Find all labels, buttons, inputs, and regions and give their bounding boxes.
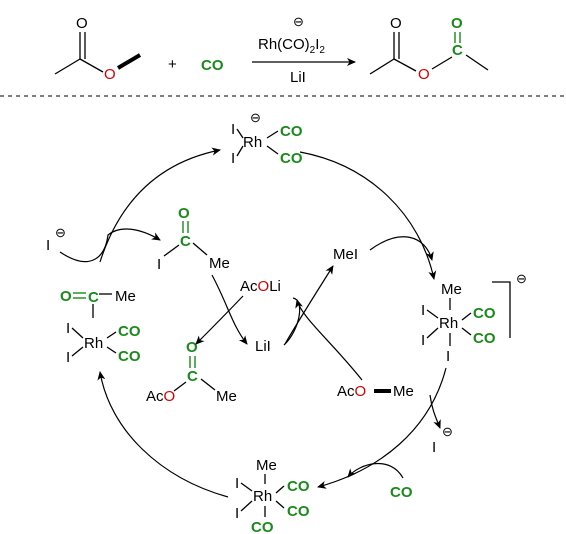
complex-charge: ⊖ <box>250 110 261 125</box>
methyl-group: Me <box>256 457 277 474</box>
methyl-iodide: MeI <box>333 246 358 263</box>
iodide-ligand: I <box>421 332 425 349</box>
plus-sign: + <box>168 56 177 73</box>
catalyst-label: Rh(CO)2I2 <box>258 36 325 56</box>
acyl-transfer-arrow <box>211 274 248 345</box>
carbonyl-ligand: CO <box>280 123 303 140</box>
carbonyl-ligand: CO <box>287 478 310 495</box>
reductive-elimination-arrow <box>99 147 221 263</box>
methyl-acetate-inner: AcO Me <box>337 383 414 400</box>
lithium-iodide: LiI <box>255 338 271 355</box>
acetyl-iodide: O C I Me <box>157 205 230 273</box>
iodide-charge: ⊖ <box>55 225 66 240</box>
iodide-ion: I <box>46 237 50 254</box>
acetate-ac: AcO <box>337 383 366 400</box>
carbonyl-ligand: CO <box>287 503 310 520</box>
acetyl-iodide-oxygen: O <box>178 205 190 222</box>
migratory-insertion-arrow <box>317 367 447 489</box>
co-insertion-arrow <box>97 371 229 498</box>
oxidative-addition-arrow <box>299 151 437 280</box>
acetyl-rhodium-complex: O C Me Rh I I CO CO <box>60 288 141 366</box>
iodide-ligand: I <box>66 349 70 366</box>
iodide-ligand: I <box>446 348 450 365</box>
ester-oxygen: O <box>104 66 116 83</box>
lithium-acetate: AcOLi <box>240 278 281 295</box>
acetate-formation-arrow <box>295 299 363 381</box>
methyl-iodide-formation-arrow <box>284 265 334 345</box>
methyl-iodide-arrow <box>369 236 434 261</box>
carbon-monoxide: CO <box>390 484 413 501</box>
acetic-anhydride-structure: O O C O <box>369 15 489 83</box>
anhydride-oxygen-1: O <box>390 15 402 32</box>
anhydride-green-carbon: C <box>452 42 463 59</box>
rh-center: Rh <box>253 488 272 505</box>
catalyst-charge: ⊖ <box>293 14 304 29</box>
inner-anhydride-carbon: C <box>187 368 198 385</box>
anhydride-formation-arrow <box>195 295 244 345</box>
methyl-rhodium-anion: Me Rh I I CO CO I ⊖ <box>421 271 527 365</box>
methyl-group: Me <box>209 255 230 272</box>
bracket <box>492 281 511 338</box>
iodide-ligand: I <box>231 150 235 167</box>
iodide-ligand: I <box>235 475 239 492</box>
methyl-rhodium-tricarbonyl: Me Rh I I CO CO CO <box>235 457 310 534</box>
iodide-ligand: I <box>235 505 239 522</box>
rh-center: Rh <box>439 315 458 332</box>
iodide-ligand: I <box>66 320 70 337</box>
iodide-ligand: I <box>421 302 425 319</box>
carbonyl-ligand: CO <box>118 323 141 340</box>
methyl-group: Me <box>216 388 237 405</box>
methyl-group: Me <box>393 383 414 400</box>
carbonyl-oxygen: O <box>76 15 88 32</box>
acetyl-oxygen: O <box>60 288 72 305</box>
rh-center: Rh <box>243 134 262 151</box>
carbonyl-ligand: CO <box>118 348 141 365</box>
carbonyl-ligand: CO <box>473 305 496 322</box>
acetic-anhydride-inner: AcO C O Me <box>146 339 237 405</box>
iodide-attack-arrow <box>59 228 161 263</box>
rh-center: Rh <box>84 335 103 352</box>
iodide-charge: ⊖ <box>442 424 453 439</box>
carbonyl-ligand: CO <box>251 519 274 534</box>
anhydride-bridge-oxygen: O <box>418 66 430 83</box>
complex-charge: ⊖ <box>516 271 527 286</box>
overall-reaction: O O + CO ⊖ Rh(CO)2I2 LiI O O C O <box>54 14 489 86</box>
iodide-ion: I <box>432 439 436 456</box>
methyl-group: Me <box>115 288 136 305</box>
anhydride-green-oxygen: O <box>451 15 463 32</box>
additive-label: LiI <box>290 69 306 86</box>
co-addition-arrow <box>347 462 404 479</box>
rh-dicarbonyl-diiodide-anion: ⊖ Rh I I CO CO <box>231 110 303 167</box>
acetyl-iodide-carbon: C <box>180 233 191 250</box>
carbon-monoxide-reactant: CO <box>201 57 224 74</box>
inner-anhydride-oxygen: O <box>186 339 198 356</box>
lii-curve <box>283 297 301 346</box>
iodide-release-arrow <box>429 394 441 429</box>
methyl-acetate-structure: O O <box>54 15 142 83</box>
iodide-ligand: I <box>231 121 235 138</box>
acetyl-iodide-iodine: I <box>157 256 161 273</box>
carbonyl-ligand: CO <box>280 150 303 167</box>
carbonyl-ligand: CO <box>473 330 496 347</box>
acetyl-carbon: C <box>88 289 99 306</box>
methyl-group: Me <box>441 281 462 298</box>
acetate-ac: AcO <box>146 388 175 405</box>
